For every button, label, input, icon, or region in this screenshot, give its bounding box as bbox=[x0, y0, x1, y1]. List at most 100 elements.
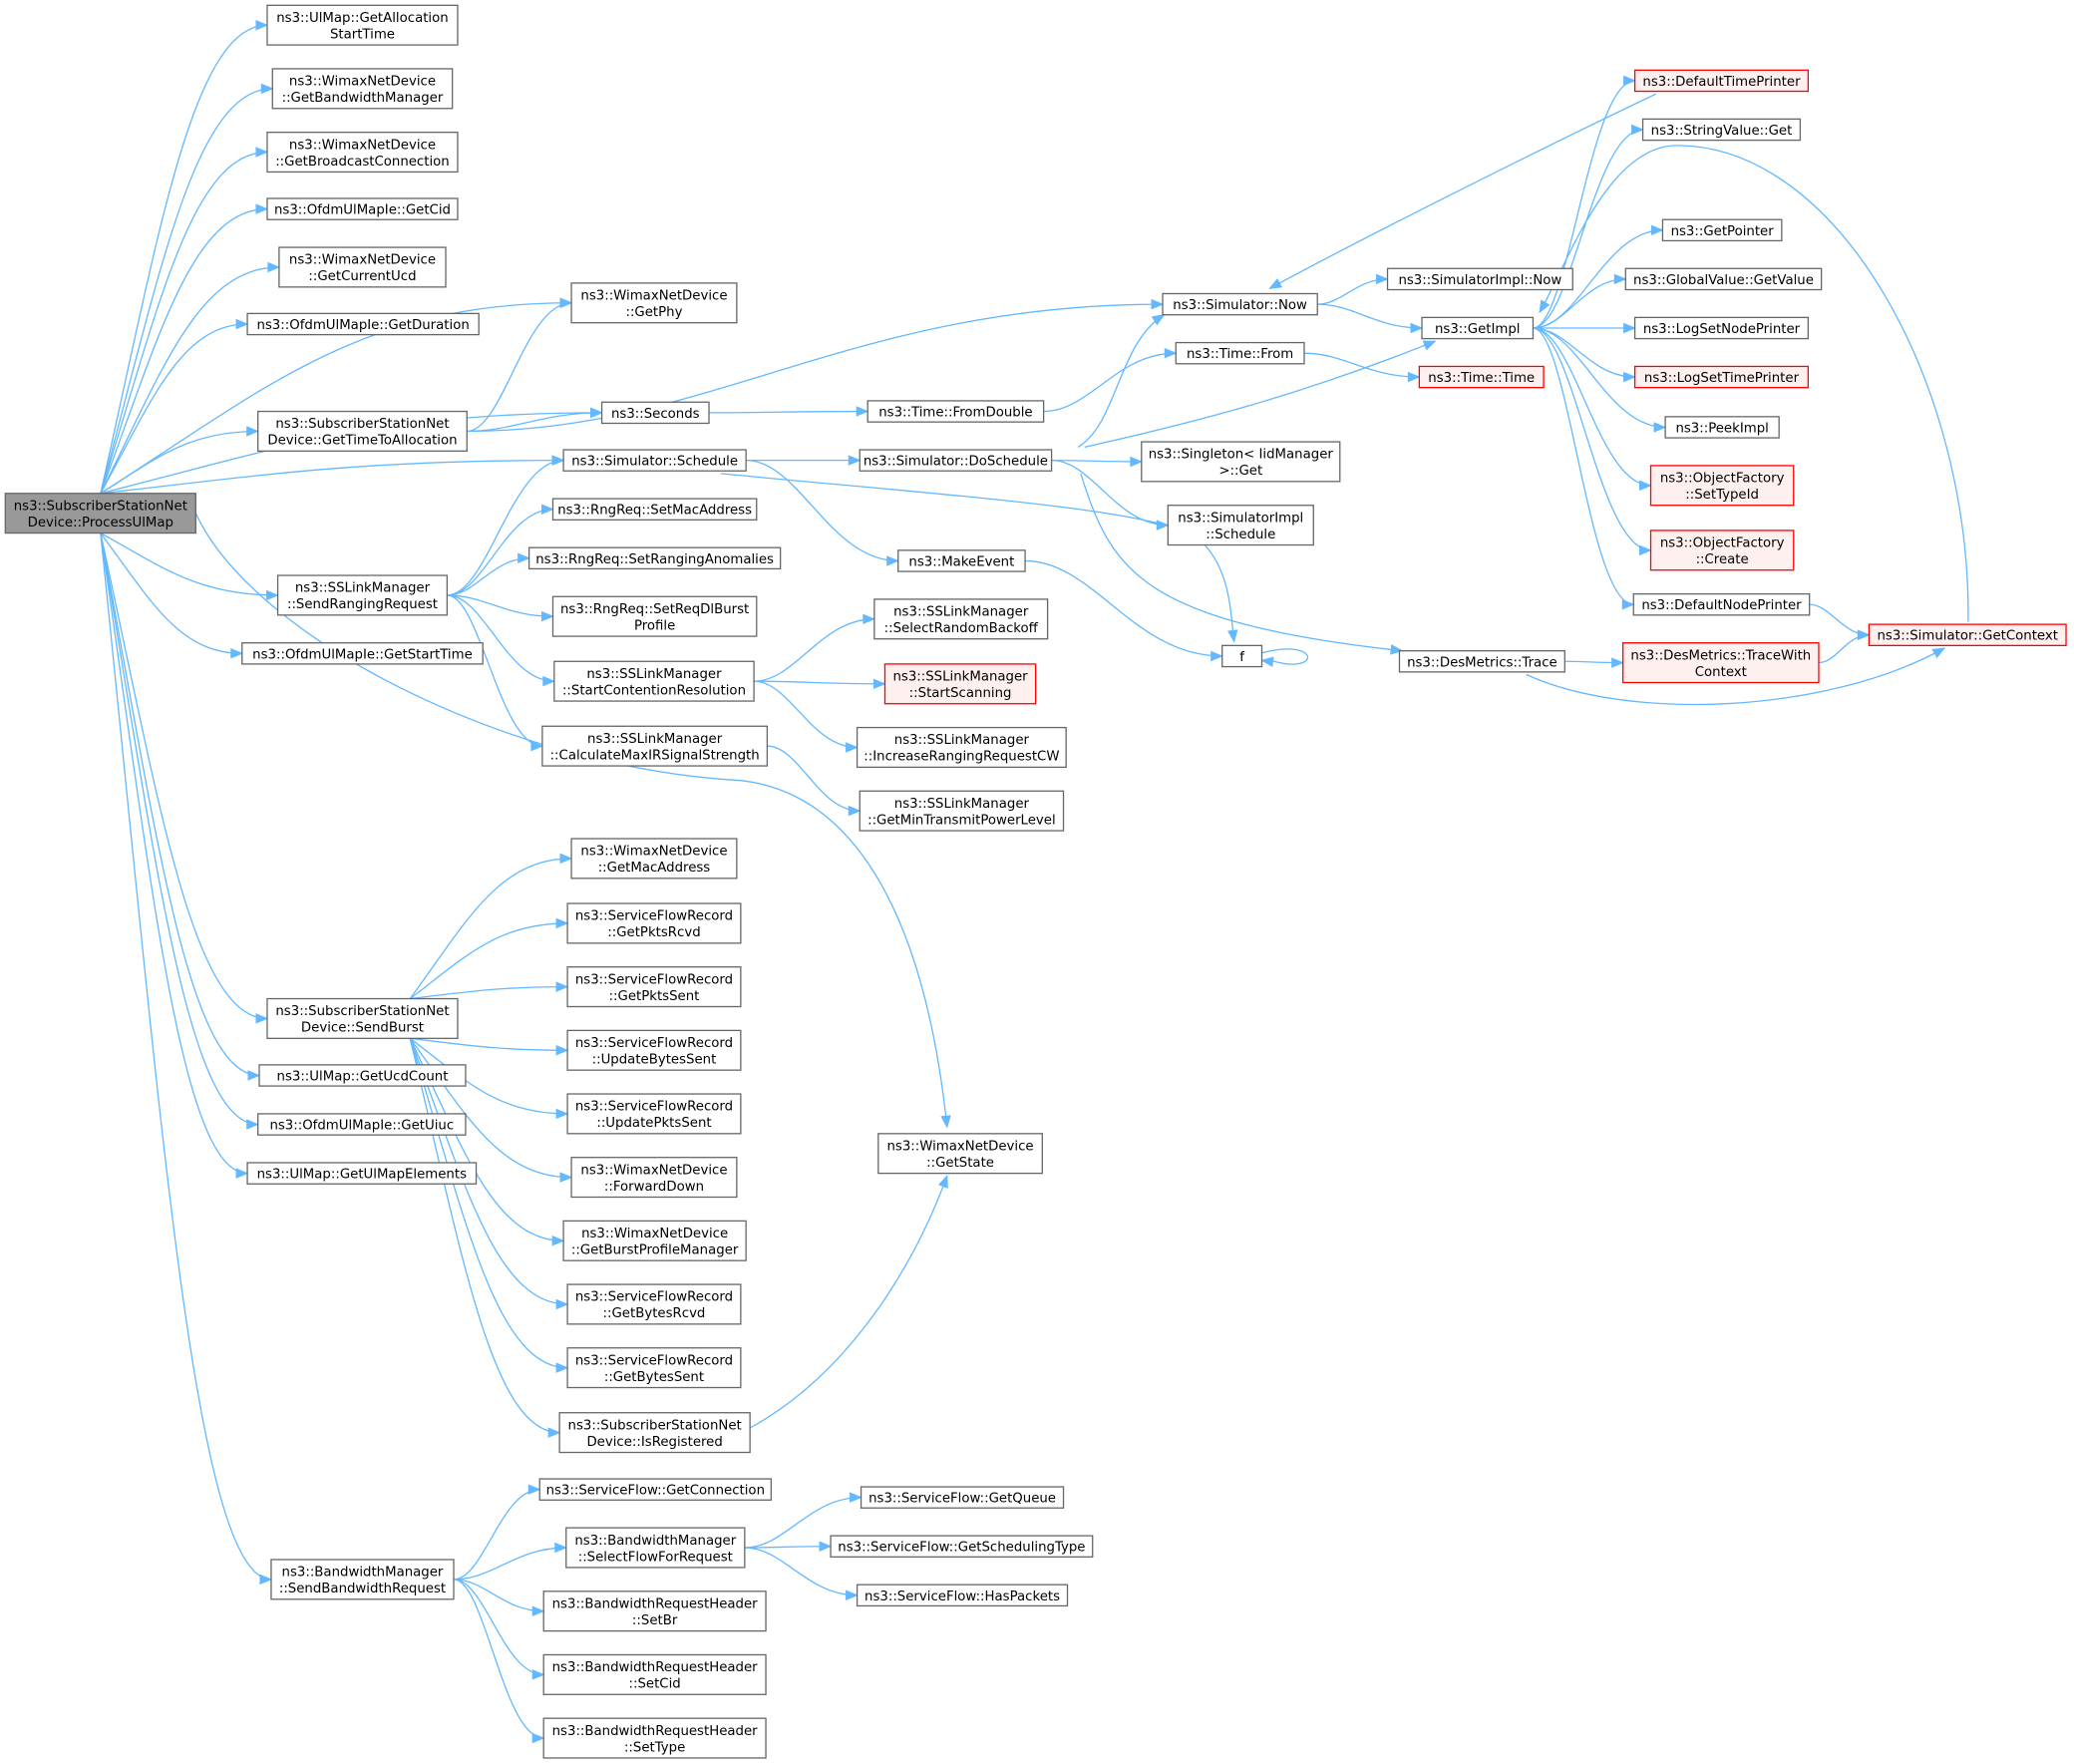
edge-arrow bbox=[559, 297, 573, 309]
node-c2[interactable]: ns3::Seconds bbox=[600, 401, 710, 425]
node-n14[interactable]: ns3::BandwidthManager::SendBandwidthRequ… bbox=[270, 1559, 455, 1600]
node-c10[interactable]: ns3::ServiceFlowRecord::GetPktsRcvd bbox=[566, 902, 742, 944]
node-c12[interactable]: ns3::ServiceFlowRecord::UpdateBytesSent bbox=[566, 1029, 742, 1071]
edge-line bbox=[767, 745, 861, 812]
node-n8[interactable]: ns3::SSLinkManager::SendRangingRequest bbox=[276, 574, 449, 616]
node-n3[interactable]: ns3::WimaxNetDevice::GetBroadcastConnect… bbox=[266, 132, 459, 174]
node-n9[interactable]: ns3::OfdmUlMapIe::GetStartTime bbox=[241, 642, 484, 665]
node-c1[interactable]: ns3::WimaxNetDevice::GetPhy bbox=[570, 282, 738, 324]
node-label: ns3::WimaxNetDevice bbox=[580, 289, 727, 304]
edge-arrow bbox=[1639, 480, 1652, 492]
edge-arrow bbox=[527, 1484, 541, 1495]
node-f2[interactable]: ns3::GetImpl bbox=[1421, 316, 1535, 340]
node-c19[interactable]: ns3::ServiceFlow::GetConnection bbox=[538, 1478, 773, 1501]
node-label: ::ForwardDown bbox=[604, 1180, 704, 1195]
node-label: ::StartScanning bbox=[909, 686, 1012, 701]
node-c18[interactable]: ns3::SubscriberStationNetDevice::IsRegis… bbox=[558, 1412, 751, 1454]
node-c13[interactable]: ns3::ServiceFlowRecord::UpdatePktsSent bbox=[566, 1093, 742, 1135]
node-label: ns3::SSLinkManager bbox=[894, 797, 1030, 812]
node-e2[interactable]: ns3::Time::From bbox=[1175, 341, 1305, 365]
node-d12[interactable]: ns3::ServiceFlow::HasPackets bbox=[856, 1584, 1069, 1607]
node-box bbox=[570, 282, 738, 324]
node-box bbox=[266, 4, 459, 46]
node-n13[interactable]: ns3::UlMap::GetUlMapElements bbox=[246, 1162, 478, 1185]
node-d4[interactable]: f bbox=[1221, 644, 1263, 668]
node-c16[interactable]: ns3::ServiceFlowRecord::GetBytesRcvd bbox=[566, 1283, 742, 1325]
node-c3[interactable]: ns3::Simulator::Schedule bbox=[562, 449, 747, 472]
edge-line bbox=[1533, 327, 1651, 551]
node-c17[interactable]: ns3::ServiceFlowRecord::GetBytesSent bbox=[566, 1347, 742, 1389]
node-c14[interactable]: ns3::WimaxNetDevice::ForwardDown bbox=[570, 1157, 738, 1199]
node-c4[interactable]: ns3::RngReq::SetMacAddress bbox=[551, 498, 758, 521]
node-c8[interactable]: ns3::SSLinkManager::CalculateMaxIRSignal… bbox=[541, 725, 769, 767]
node-d3[interactable]: ns3::MakeEvent bbox=[897, 549, 1026, 572]
edge-arrow bbox=[1151, 314, 1166, 326]
node-e5[interactable]: ns3::DesMetrics::Trace bbox=[1398, 650, 1565, 673]
node-d8[interactable]: ns3::SSLinkManager::GetMinTransmitPowerL… bbox=[859, 790, 1065, 832]
node-e1[interactable]: ns3::Simulator::Now bbox=[1162, 292, 1318, 316]
edge-arrow bbox=[1164, 347, 1178, 359]
node-g11[interactable]: ns3::Simulator::GetContext bbox=[1868, 623, 2067, 646]
edge-root-n14 bbox=[100, 532, 273, 1586]
node-d1[interactable]: ns3::Time::FromDouble bbox=[866, 400, 1045, 423]
node-n5[interactable]: ns3::WimaxNetDevice::GetCurrentUcd bbox=[278, 246, 447, 288]
node-g4[interactable]: ns3::GlobalValue::GetValue bbox=[1624, 267, 1823, 291]
node-f3[interactable]: ns3::Time::Time bbox=[1418, 365, 1545, 389]
node-g9[interactable]: ns3::ObjectFactory::Create bbox=[1649, 529, 1795, 571]
node-d6[interactable]: ns3::SSLinkManager::StartScanning bbox=[883, 663, 1037, 705]
edge-root-c3 bbox=[100, 455, 565, 495]
node-n10[interactable]: ns3::SubscriberStationNetDevice::SendBur… bbox=[266, 997, 459, 1039]
node-box bbox=[1649, 465, 1795, 507]
node-c21[interactable]: ns3::BandwidthRequestHeader::SetBr bbox=[542, 1590, 767, 1632]
node-d7[interactable]: ns3::SSLinkManager::IncreaseRangingReque… bbox=[856, 726, 1067, 769]
node-g5[interactable]: ns3::LogSetNodePrinter bbox=[1633, 316, 1810, 340]
node-g3[interactable]: ns3::GetPointer bbox=[1661, 218, 1783, 242]
node-c20[interactable]: ns3::BandwidthManager::SelectFlowForRequ… bbox=[565, 1527, 746, 1569]
node-d10[interactable]: ns3::ServiceFlow::GetQueue bbox=[860, 1486, 1065, 1509]
node-n6[interactable]: ns3::OfdmUlMapIe::GetDuration bbox=[246, 312, 480, 336]
node-e4[interactable]: ns3::SimulatorImpl::Schedule bbox=[1167, 505, 1314, 546]
node-c15[interactable]: ns3::WimaxNetDevice::GetBurstProfileMana… bbox=[562, 1220, 747, 1261]
node-n11[interactable]: ns3::UlMap::GetUcdCount bbox=[258, 1064, 467, 1087]
node-c22[interactable]: ns3::BandwidthRequestHeader::SetCid bbox=[542, 1653, 767, 1695]
node-c9[interactable]: ns3::WimaxNetDevice::GetMacAddress bbox=[570, 838, 738, 880]
node-c23[interactable]: ns3::BandwidthRequestHeader::SetType bbox=[542, 1717, 767, 1759]
edge-line bbox=[1533, 327, 1666, 429]
edge-n14-c22 bbox=[453, 1579, 545, 1680]
node-d5[interactable]: ns3::SSLinkManager::SelectRandomBackoff bbox=[873, 598, 1049, 640]
node-c7[interactable]: ns3::SSLinkManager::StartContentionResol… bbox=[553, 660, 755, 702]
node-n4[interactable]: ns3::OfdmUlMapIe::GetCid bbox=[266, 197, 459, 220]
node-g8[interactable]: ns3::ObjectFactory::SetTypeId bbox=[1649, 465, 1795, 507]
edge-c3-d4 bbox=[720, 473, 1238, 643]
node-label: ns3::Simulator::Schedule bbox=[571, 455, 738, 470]
node-label: ::SetType bbox=[624, 1740, 685, 1755]
node-label: ns3::OfdmUlMapIe::GetUiuc bbox=[269, 1119, 454, 1134]
node-g6[interactable]: ns3::LogSetTimePrinter bbox=[1633, 365, 1810, 389]
node-label: ns3::BandwidthRequestHeader bbox=[552, 1724, 759, 1739]
node-g2[interactable]: ns3::StringValue::Get bbox=[1641, 118, 1802, 142]
node-n2[interactable]: ns3::WimaxNetDevice::GetBandwidthManager bbox=[271, 68, 454, 110]
node-e3[interactable]: ns3::Singleton< IidManager>::Get bbox=[1141, 441, 1341, 483]
node-label: ::SelectRandomBackoff bbox=[884, 621, 1039, 636]
node-c11[interactable]: ns3::ServiceFlowRecord::GetPktsSent bbox=[566, 966, 742, 1008]
node-c5[interactable]: ns3::RngReq::SetRangingAnomalies bbox=[527, 546, 782, 570]
node-n12[interactable]: ns3::OfdmUlMapIe::GetUiuc bbox=[257, 1113, 467, 1136]
node-box bbox=[1624, 267, 1823, 291]
node-d11[interactable]: ns3::ServiceFlow::GetSchedulingType bbox=[830, 1535, 1094, 1558]
node-g1[interactable]: ns3::DefaultTimePrinter bbox=[1633, 69, 1810, 93]
node-box bbox=[278, 246, 447, 288]
edge-root-d9 bbox=[194, 513, 951, 1129]
node-d2[interactable]: ns3::Simulator::DoSchedule bbox=[859, 449, 1053, 472]
node-box bbox=[566, 1029, 742, 1071]
node-label: ns3::Time::From bbox=[1187, 347, 1293, 362]
edge-root-n10 bbox=[100, 532, 269, 1024]
node-box bbox=[566, 966, 742, 1008]
node-n7[interactable]: ns3::SubscriberStationNetDevice::GetTime… bbox=[257, 410, 468, 452]
node-f1[interactable]: ns3::SimulatorImpl::Now bbox=[1386, 267, 1573, 291]
node-d9[interactable]: ns3::WimaxNetDevice::GetState bbox=[877, 1133, 1043, 1175]
node-g10[interactable]: ns3::DefaultNodePrinter bbox=[1632, 592, 1811, 616]
node-g7[interactable]: ns3::PeekImpl bbox=[1664, 416, 1780, 439]
